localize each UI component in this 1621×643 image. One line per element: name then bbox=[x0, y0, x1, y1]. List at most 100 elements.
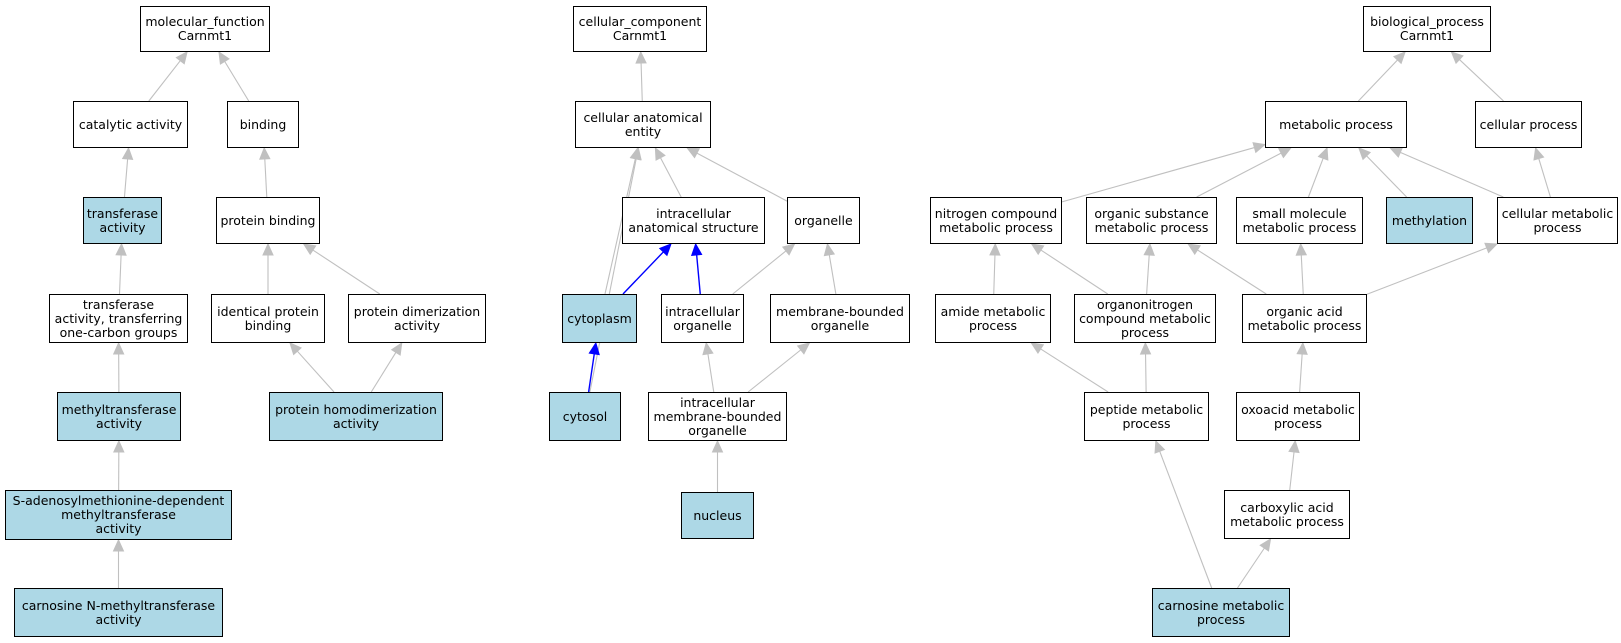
node-carnosine-metabolic: carnosine metabolic process bbox=[1152, 588, 1290, 637]
node-identical-protein: identical protein binding bbox=[211, 294, 325, 343]
edge-arrowhead bbox=[1030, 243, 1045, 256]
edge-line bbox=[1300, 254, 1304, 295]
node-organic-acid: organic acid metabolic process bbox=[1242, 294, 1367, 343]
node-protein-homodimer: protein homodimerization activity bbox=[269, 392, 443, 441]
edge-arrowhead bbox=[218, 50, 230, 65]
edge-line bbox=[264, 158, 268, 198]
edge-arrowhead bbox=[1288, 439, 1300, 454]
edge-carnosine-metabolic-to-carboxylic bbox=[1237, 537, 1272, 589]
edge-organic-acid-to-organic-substance bbox=[1187, 243, 1267, 295]
node-transferase: transferase activity bbox=[83, 197, 162, 244]
edge-arrowhead bbox=[1484, 242, 1499, 254]
edge-cae-to-cc-root bbox=[635, 50, 647, 102]
edge-line bbox=[604, 158, 636, 295]
node-metabolic: metabolic process bbox=[1265, 101, 1407, 148]
edge-methyltransferase-to-transferase-onecarbon bbox=[112, 341, 125, 393]
edge-arrowhead bbox=[115, 242, 127, 256]
edge-cytosol-to-cae bbox=[589, 146, 642, 393]
edge-organic-acid-to-cellular-metabolic bbox=[1366, 242, 1499, 295]
edge-line bbox=[1196, 152, 1282, 198]
node-nitrogen: nitrogen compound metabolic process bbox=[930, 197, 1062, 244]
node-small-molecule: small molecule metabolic process bbox=[1236, 197, 1363, 244]
edge-line bbox=[1400, 151, 1504, 198]
edge-line bbox=[148, 60, 181, 102]
edge-cytosol-to-cytoplasm bbox=[587, 341, 600, 393]
edge-line bbox=[1040, 348, 1109, 393]
edge-arrowhead bbox=[1143, 242, 1155, 256]
edge-peptide-to-amide bbox=[1030, 342, 1109, 393]
node-sam-mt: S-adenosylmethionine-dependent methyltra… bbox=[5, 490, 232, 540]
node-bp-root: biological_process Carnmt1 bbox=[1363, 6, 1491, 52]
edge-line bbox=[1237, 547, 1265, 589]
edge-peptide-to-organonitrogen bbox=[1139, 341, 1152, 393]
edge-line bbox=[1159, 451, 1213, 589]
node-organelle: organelle bbox=[787, 197, 860, 244]
edge-line bbox=[1307, 158, 1324, 198]
edge-line bbox=[1459, 59, 1504, 102]
edge-arrowhead bbox=[989, 242, 1001, 256]
edge-line bbox=[707, 353, 715, 393]
edge-imbo-to-mb-organelle bbox=[747, 342, 811, 393]
edge-cytoplasm-to-ias bbox=[622, 243, 672, 295]
edge-binding-to-mf-root bbox=[218, 50, 250, 102]
edge-carboxylic-to-oxoacid bbox=[1288, 439, 1300, 491]
edge-arrowhead bbox=[112, 538, 125, 552]
edge-arrowhead bbox=[121, 146, 134, 160]
node-cellular-process: cellular process bbox=[1475, 101, 1582, 148]
edge-protein-homodimer-to-identical-protein bbox=[289, 342, 335, 393]
node-methylation: methylation bbox=[1386, 197, 1473, 244]
edge-line bbox=[695, 254, 701, 295]
edge-line bbox=[224, 61, 250, 102]
edge-line bbox=[1538, 158, 1551, 198]
edge-arrowhead bbox=[302, 243, 317, 256]
edge-arrowhead bbox=[1259, 537, 1272, 552]
edge-metabolic-to-bp-root bbox=[1357, 51, 1406, 102]
node-ias: intracellular anatomical structure bbox=[622, 197, 765, 244]
edge-arrowhead bbox=[658, 243, 672, 257]
edge-cellular-metabolic-to-metabolic bbox=[1389, 147, 1504, 198]
edge-arrowhead bbox=[702, 341, 714, 356]
edge-arrowhead bbox=[1317, 146, 1329, 161]
edge-line bbox=[1144, 353, 1147, 393]
edge-line bbox=[747, 349, 802, 393]
edge-line bbox=[1366, 155, 1408, 198]
node-protein-dimer: protein dimerization activity bbox=[348, 294, 486, 343]
node-methyltransferase: methyltransferase activity bbox=[57, 392, 181, 441]
edge-arrowhead bbox=[823, 242, 836, 257]
edge-arrowhead bbox=[113, 439, 125, 453]
edge-oxoacid-to-organic-acid bbox=[1296, 341, 1308, 393]
node-amide: amide metabolic process bbox=[935, 294, 1051, 343]
edge-arrowhead bbox=[690, 242, 703, 256]
edge-protein-binding-to-binding bbox=[259, 146, 271, 198]
edge-arrowhead bbox=[1296, 341, 1308, 355]
node-carnosine-nmt: carnosine N-methyltransferase activity bbox=[14, 588, 223, 637]
edge-arrowhead bbox=[711, 439, 724, 453]
edge-cellular-process-to-bp-root bbox=[1450, 51, 1504, 102]
edge-identical-protein-to-protein-binding bbox=[262, 242, 274, 294]
node-cae: cellular anatomical entity bbox=[575, 101, 711, 148]
edge-arrowhead bbox=[796, 342, 811, 355]
node-cellular-metabolic: cellular metabolic process bbox=[1497, 197, 1618, 244]
edge-line bbox=[659, 157, 682, 198]
edge-arrowhead bbox=[1392, 51, 1406, 65]
edge-line bbox=[370, 352, 397, 393]
edge-arrowhead bbox=[1154, 439, 1166, 454]
edge-line bbox=[640, 62, 643, 102]
edge-line bbox=[1197, 249, 1267, 295]
edge-arrowhead bbox=[112, 341, 125, 355]
edge-small-molecule-to-metabolic bbox=[1307, 146, 1329, 198]
node-mb-organelle: membrane-bounded organelle bbox=[770, 294, 910, 343]
edge-arrowhead bbox=[588, 341, 600, 356]
edge-intra-organelle-to-organelle bbox=[732, 243, 796, 295]
edge-line bbox=[696, 152, 788, 202]
edge-arrowhead bbox=[1187, 243, 1201, 256]
node-binding: binding bbox=[227, 101, 299, 148]
edge-line bbox=[1299, 353, 1303, 393]
node-oxoacid: oxoacid metabolic process bbox=[1236, 392, 1360, 441]
node-cytoplasm: cytoplasm bbox=[562, 294, 637, 343]
edge-line bbox=[1146, 254, 1150, 295]
edge-amide-to-nitrogen bbox=[989, 242, 1001, 295]
edge-arrowhead bbox=[781, 243, 796, 256]
node-intra-organelle: intracellular organelle bbox=[661, 294, 744, 343]
